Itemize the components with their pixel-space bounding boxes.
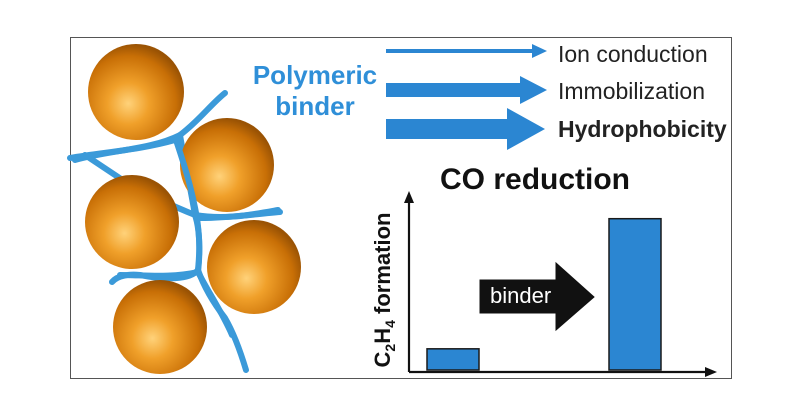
catalyst-particles	[85, 44, 301, 374]
bar-without-binder	[426, 348, 480, 371]
binder-strand	[195, 269, 235, 338]
y-axis-arrowhead	[404, 191, 414, 203]
binder-annotation-label: binder	[490, 283, 552, 308]
binder-strand	[173, 137, 200, 221]
bar-with-binder	[608, 217, 662, 371]
x-axis-arrowhead	[705, 367, 717, 377]
binder-title-line1: Polymeric	[252, 60, 378, 90]
chart-bars	[426, 217, 662, 371]
binder-strand	[194, 215, 203, 275]
binder-strand	[197, 209, 283, 221]
particle	[85, 175, 179, 269]
binder-annotation-arrow	[479, 261, 595, 332]
chart-title: CO reduction	[440, 163, 631, 196]
effect-hydrophobicity: Hydrophobicity	[558, 116, 727, 142]
particle	[207, 220, 301, 314]
particle	[113, 280, 207, 374]
polymer-binder-strands-front	[67, 137, 283, 338]
effect-arrows	[386, 44, 547, 150]
effect-ion-conduction: Ion conduction	[558, 41, 708, 67]
binder-strand	[117, 269, 201, 279]
binder-title: Polymeric binder	[235, 60, 395, 122]
arrow-immobilization	[386, 76, 547, 104]
binder-strand	[67, 137, 178, 161]
particle	[180, 118, 274, 212]
chart-axes	[404, 191, 717, 377]
arrow-ion-conduction	[386, 44, 547, 58]
effect-immobilization: Immobilization	[558, 78, 705, 104]
y-axis-label: C2H4 formation	[369, 212, 399, 368]
particle	[88, 44, 184, 140]
arrow-hydrophobicity	[386, 108, 545, 150]
binder-title-line2: binder	[275, 91, 355, 121]
